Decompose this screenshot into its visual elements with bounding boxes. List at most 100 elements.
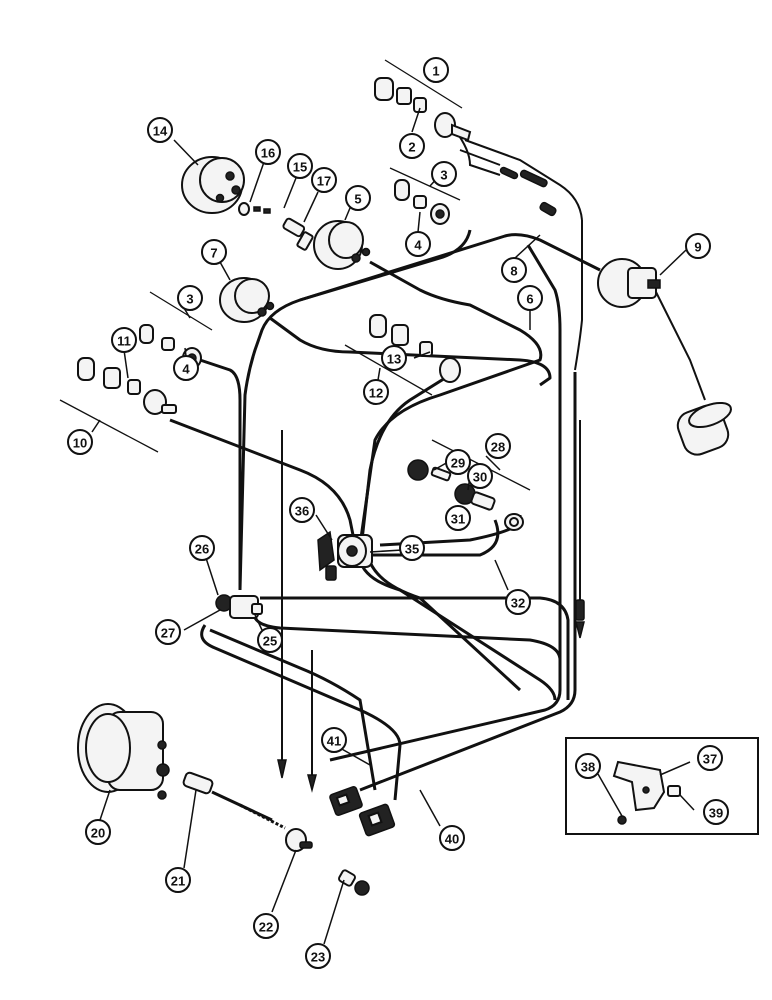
callout-26: 26	[189, 535, 215, 561]
callout-circle	[177, 285, 203, 311]
callout-circle	[501, 257, 527, 283]
callout-37: 37	[697, 745, 723, 771]
callout-circle	[257, 627, 283, 653]
inset-bracket-view	[565, 737, 759, 835]
harness-connectors	[277, 599, 585, 837]
callout-35: 35	[399, 535, 425, 561]
callout-circle	[321, 727, 347, 753]
callout-number: 20	[91, 826, 105, 841]
callout-number: 17	[317, 174, 331, 189]
gauge-7	[219, 277, 275, 323]
callout-circle	[445, 449, 471, 475]
callout-number: 32	[511, 596, 525, 611]
callout-number: 25	[263, 634, 277, 649]
callout-number: 6	[526, 292, 533, 307]
callout-number: 5	[354, 192, 361, 207]
toggle-switch-25	[215, 594, 263, 619]
callout-circle	[431, 161, 457, 187]
gauge-14	[181, 156, 245, 214]
callout-number: 8	[510, 264, 517, 279]
callout-10: 10	[67, 429, 93, 455]
callout-38: 38	[575, 753, 601, 779]
callout-circle	[147, 117, 173, 143]
callout-number: 9	[694, 240, 701, 255]
callout-number: 3	[186, 292, 193, 307]
callout-number: 15	[293, 160, 307, 175]
callout-circle	[289, 497, 315, 523]
callout-1: 1	[423, 57, 449, 83]
callout-number: 27	[161, 626, 175, 641]
callout-number: 39	[709, 806, 723, 821]
callout-7: 7	[201, 239, 227, 265]
indicator-lamp-12	[369, 314, 461, 383]
callout-number: 13	[387, 352, 401, 367]
callout-20: 20	[85, 819, 111, 845]
callout-2: 2	[399, 133, 425, 159]
callout-circle	[485, 433, 511, 459]
callout-39: 39	[703, 799, 729, 825]
lamp-socket-upper	[394, 179, 450, 225]
callout-number: 30	[473, 470, 487, 485]
tachometer-20	[77, 703, 170, 800]
callout-circle	[253, 913, 279, 939]
callout-4: 4	[405, 231, 431, 257]
callout-circle	[467, 463, 493, 489]
callout-number: 11	[117, 334, 131, 349]
callout-32: 32	[505, 589, 531, 615]
callout-circle	[685, 233, 711, 259]
indicator-lamp-1	[374, 77, 557, 217]
callout-16: 16	[255, 139, 281, 165]
callout-circle	[311, 167, 337, 193]
fuel-sender-9	[597, 258, 732, 456]
callout-28: 28	[485, 433, 511, 459]
callout-29: 29	[445, 449, 471, 475]
callout-22: 22	[253, 913, 279, 939]
switch-assembly-28	[407, 459, 524, 531]
callout-21: 21	[165, 867, 191, 893]
callout-circle	[345, 185, 371, 211]
callout-number: 28	[491, 440, 505, 455]
callout-circle	[189, 535, 215, 561]
grouping-brackets	[59, 59, 531, 491]
callout-number: 35	[405, 542, 419, 557]
callout-circle	[67, 429, 93, 455]
callout-11: 11	[111, 327, 137, 353]
callout-number: 10	[73, 436, 87, 451]
callout-circle	[399, 133, 425, 159]
callout-circle	[399, 535, 425, 561]
callout-circle	[201, 239, 227, 265]
callout-circle	[165, 867, 191, 893]
callout-40: 40	[439, 825, 465, 851]
fitting-23	[338, 869, 370, 896]
callout-30: 30	[467, 463, 493, 489]
callout-circle	[155, 619, 181, 645]
callout-circle	[287, 153, 313, 179]
callout-41: 41	[321, 727, 347, 753]
callout-number: 7	[210, 246, 217, 261]
callout-circle	[505, 589, 531, 615]
callout-circle	[445, 505, 471, 531]
callout-13: 13	[381, 345, 407, 371]
callout-number: 40	[445, 832, 459, 847]
callout-5: 5	[345, 185, 371, 211]
callout-3: 3	[177, 285, 203, 311]
callout-circle	[517, 285, 543, 311]
indicator-lamp-10	[77, 357, 177, 415]
callout-12: 12	[363, 379, 389, 405]
callout-number: 16	[261, 146, 275, 161]
callout-number: 2	[408, 140, 415, 155]
callout-circle	[111, 327, 137, 353]
callout-circle	[697, 745, 723, 771]
callout-circle	[363, 379, 389, 405]
callout-number: 37	[703, 752, 717, 767]
callout-3: 3	[431, 161, 457, 187]
callout-circle	[423, 57, 449, 83]
callout-23: 23	[305, 943, 331, 969]
callout-number: 22	[259, 920, 273, 935]
gauge-fittings	[238, 202, 314, 251]
callout-14: 14	[147, 117, 173, 143]
callout-9: 9	[685, 233, 711, 259]
callout-8: 8	[501, 257, 527, 283]
callout-number: 4	[182, 362, 190, 377]
